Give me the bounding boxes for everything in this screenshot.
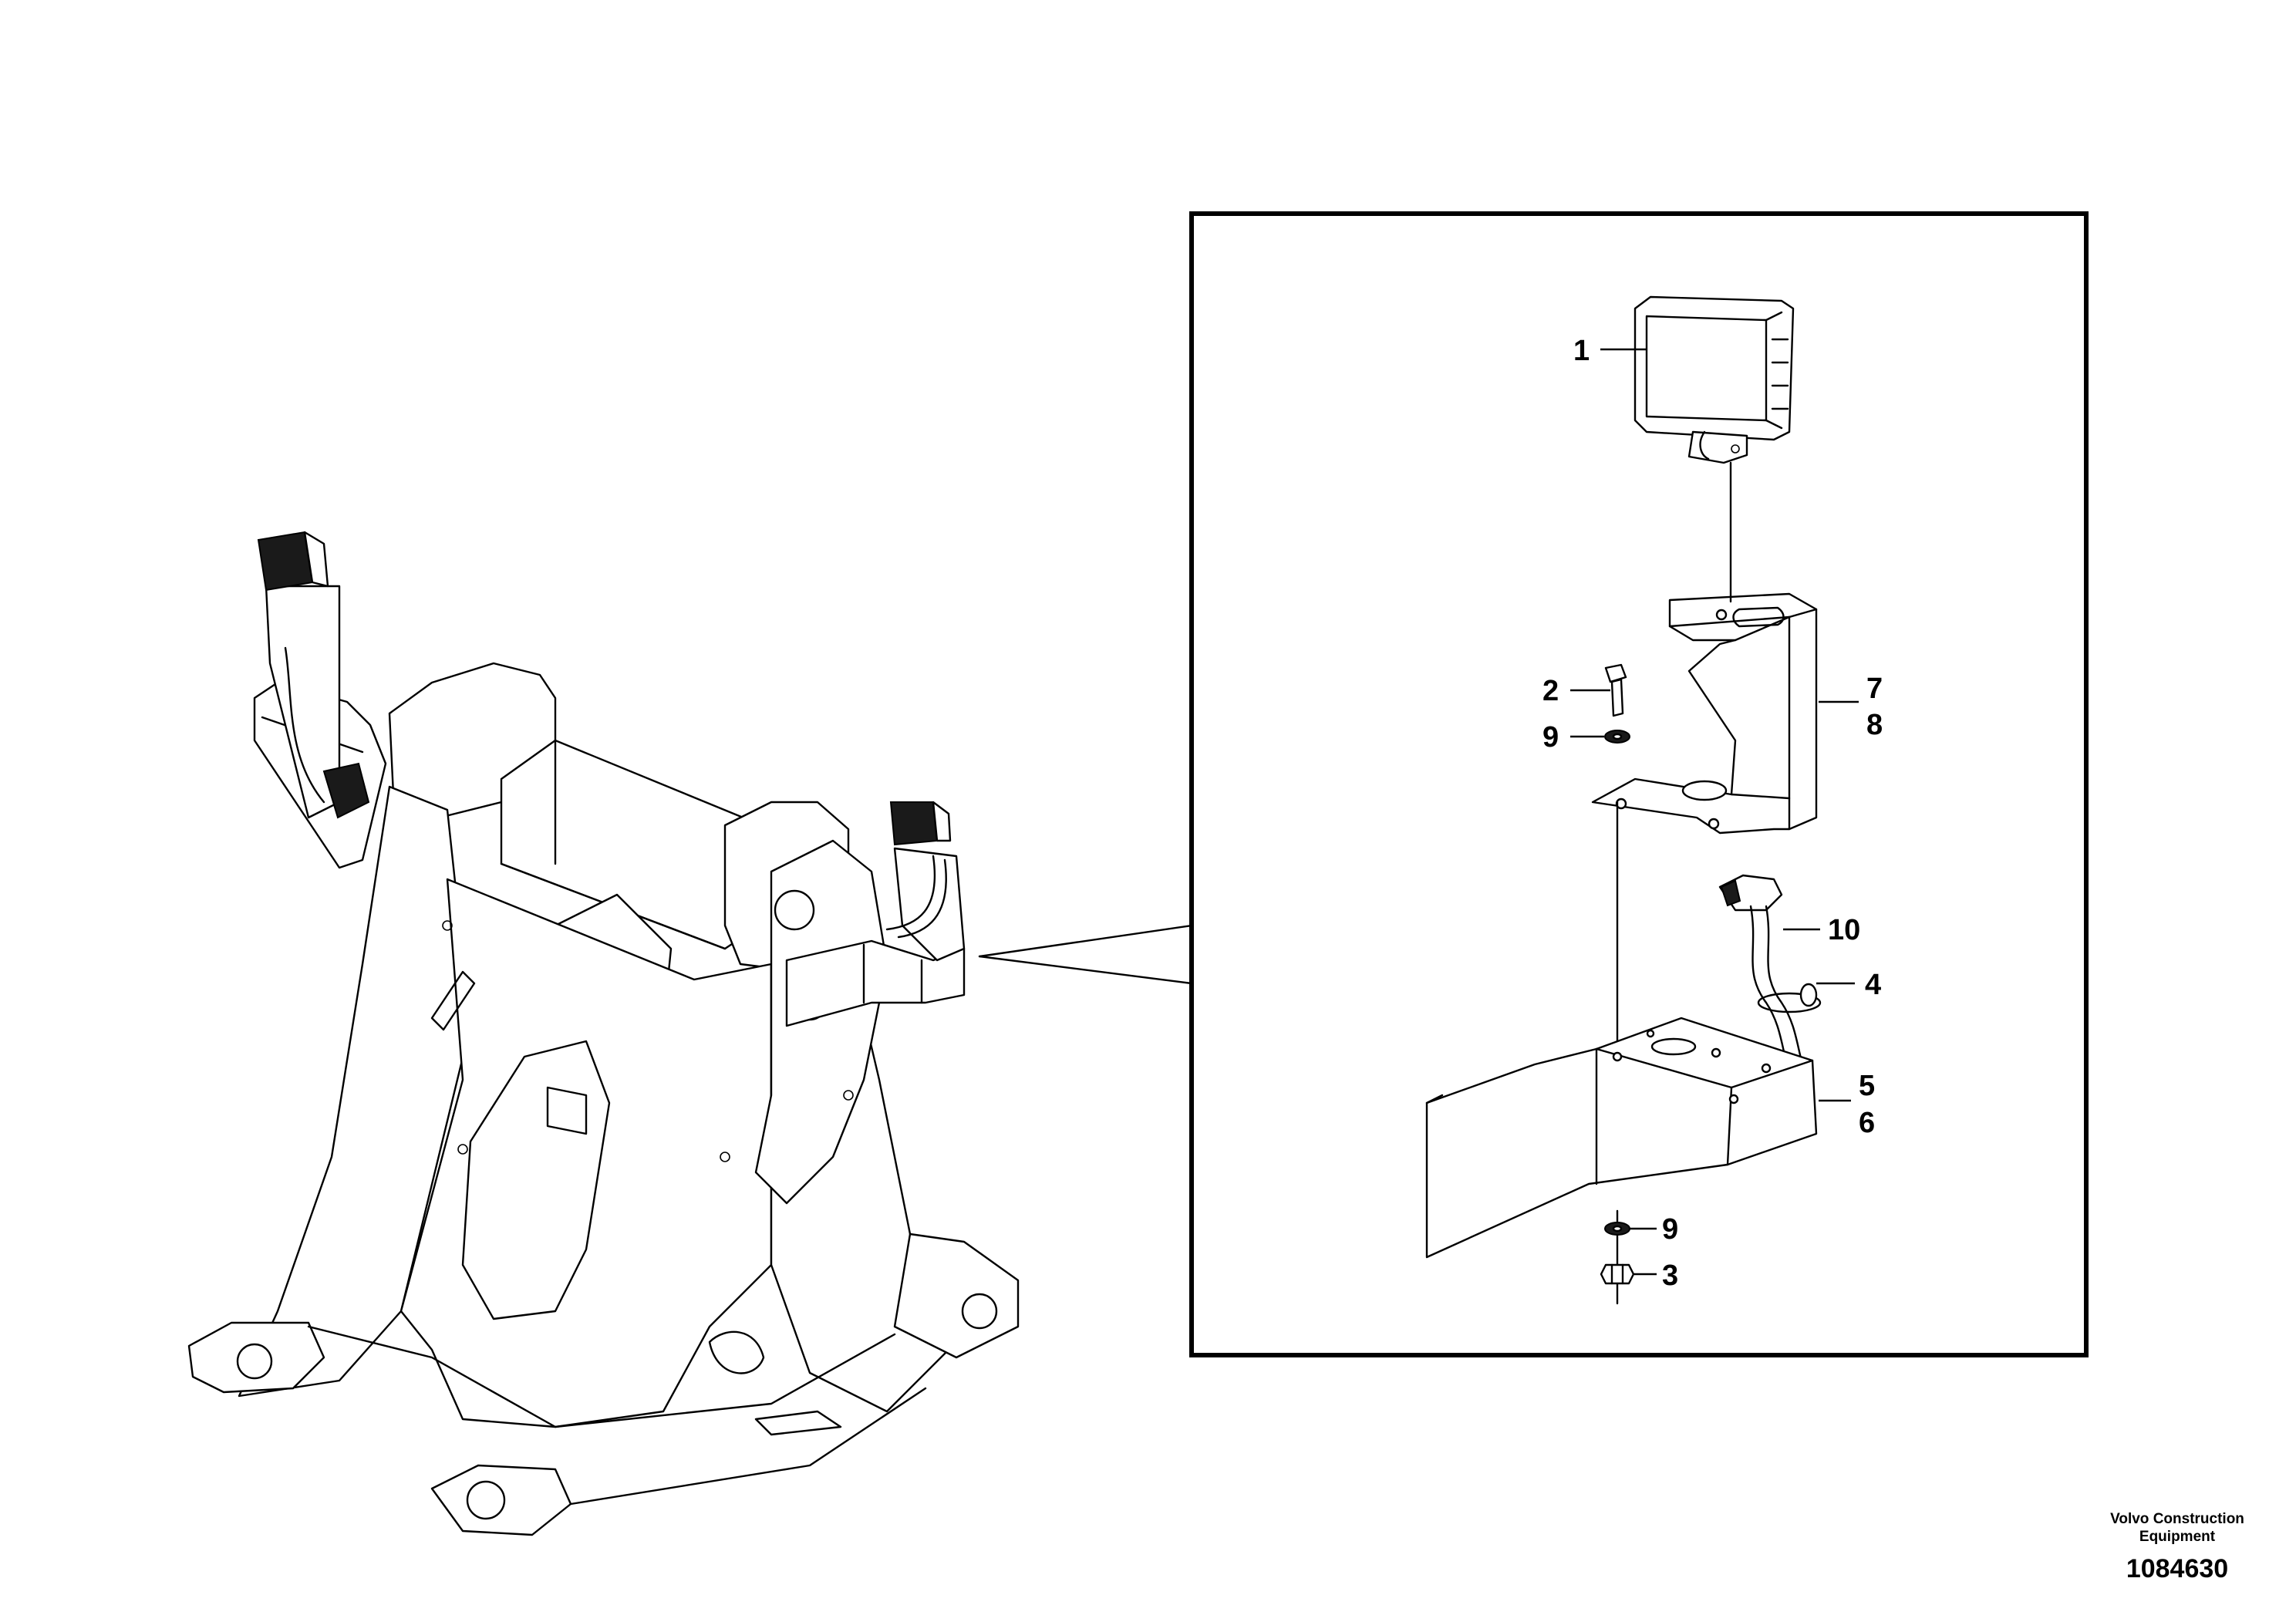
bolt-part-2 xyxy=(1604,663,1627,717)
overview-right-work-lamp xyxy=(785,801,966,1027)
callout-9-upper: 9 xyxy=(1542,721,1559,754)
left-lamp-grille xyxy=(322,762,370,819)
watermark: Volvo Construction Equipment 1084630 xyxy=(2110,1511,2244,1583)
callout-8: 8 xyxy=(1866,709,1883,741)
figure-number: 1084630 xyxy=(2126,1554,2228,1583)
work-lamp-part-1 xyxy=(1633,295,1795,464)
detail-view-frame xyxy=(1189,211,2089,1357)
callout-9-lower: 9 xyxy=(1662,1213,1678,1246)
lamp-bracket-part-7-8 xyxy=(1591,592,1818,835)
cover-part-5-6 xyxy=(1425,1017,1818,1259)
callout-6: 6 xyxy=(1859,1107,1875,1139)
callout-1: 1 xyxy=(1573,335,1590,367)
cable-tie-part-4 xyxy=(1757,983,1822,1013)
callout-leaders xyxy=(1570,348,1859,1276)
watermark-line-2: Equipment xyxy=(2139,1529,2216,1545)
callout-3: 3 xyxy=(1662,1259,1678,1292)
connector-cable-part-10 xyxy=(1718,874,1806,1074)
nut-part-3 xyxy=(1600,1263,1635,1285)
callout-4: 4 xyxy=(1865,969,1881,1001)
overview-left-work-lamp xyxy=(253,531,387,869)
callout-10: 10 xyxy=(1828,914,1860,946)
callout-7: 7 xyxy=(1866,673,1883,705)
loader-front-frame-drawing xyxy=(187,662,1020,1536)
callout-5: 5 xyxy=(1859,1070,1875,1102)
watermark-line-1: Volvo Construction xyxy=(2110,1511,2244,1527)
callout-2: 2 xyxy=(1542,675,1559,707)
zoom-indicator-lines xyxy=(978,924,1193,985)
